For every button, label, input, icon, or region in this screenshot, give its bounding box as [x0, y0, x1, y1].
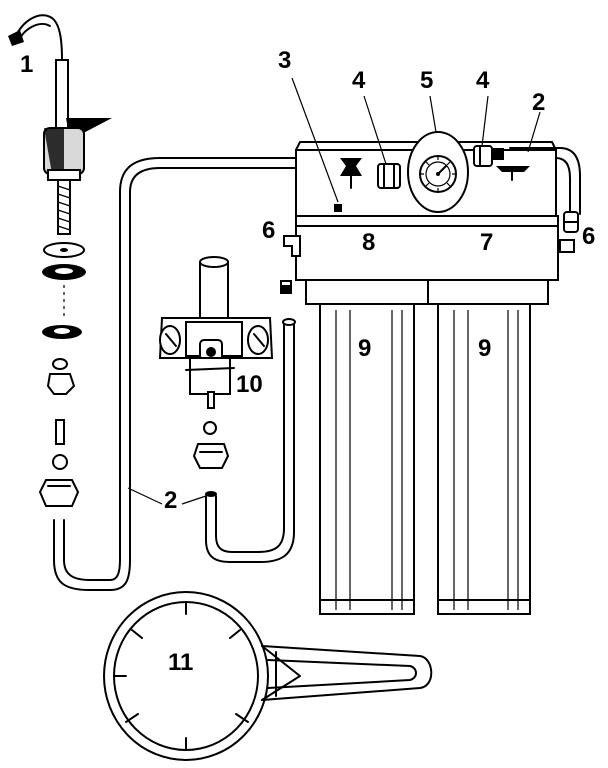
feed-valve-assembly [158, 256, 274, 469]
valve-handle-icon [340, 158, 362, 176]
callout-housing-right: 9 [478, 335, 491, 362]
callout-head-left: 8 [362, 229, 375, 256]
callout-wrench: 11 [168, 649, 193, 676]
housing-right [437, 303, 531, 615]
callout-housing-left: 9 [358, 335, 371, 362]
callout-sensor: 3 [278, 47, 291, 74]
callout-tubing-bottom: 2 [164, 487, 177, 514]
fitting-right-icon [473, 145, 493, 167]
housing-left [319, 303, 415, 615]
elbow-left-icon [283, 235, 301, 257]
callout-elbow-right: 6 [582, 223, 595, 250]
callout-fitting-left: 4 [352, 67, 366, 94]
tubing [53, 147, 581, 591]
callout-faucet: 1 [20, 51, 33, 78]
callout-fitting-right: 4 [476, 67, 490, 94]
fitting-left-icon [377, 163, 401, 189]
sensor-icon [334, 204, 342, 212]
callout-valve: 10 [236, 371, 263, 398]
leader-lines [127, 77, 541, 505]
callout-elbow-left: 6 [262, 217, 275, 244]
callout-gauge: 5 [420, 67, 433, 94]
faucet-assembly [8, 14, 112, 507]
filter-wrench [103, 591, 433, 761]
callout-tubing-top: 2 [532, 89, 545, 116]
filter-unit [280, 131, 579, 615]
callout-head-right: 7 [480, 229, 493, 256]
callout-labels: 1 2 2 3 4 4 5 6 6 7 8 9 9 10 11 [20, 47, 595, 676]
